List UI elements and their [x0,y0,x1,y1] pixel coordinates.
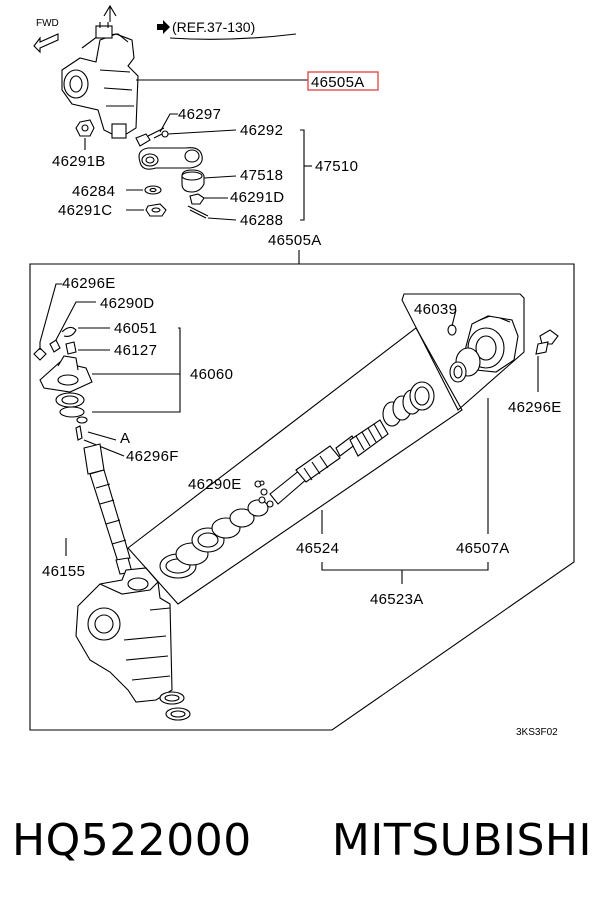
bolt-46296E-right [535,329,559,355]
callout-46523A[interactable]: 46523A [370,591,424,608]
bolt-46297 [135,127,165,147]
assembly-frame [29,263,575,731]
ball-joint-47518 [181,169,205,193]
small-seal-A [76,416,88,424]
piston-kit-frame [127,327,463,605]
callout-46505A-highlight[interactable]: 46505A [311,74,365,91]
callout-A[interactable]: A [120,430,130,447]
callout-46051[interactable]: 46051 [114,320,157,337]
valve-body-46060 [39,355,93,418]
leader-46039 [451,309,457,327]
clip-46051 [61,326,77,337]
cover-kit-frame [401,293,525,411]
fwd-arrow-icon [33,33,59,54]
reference-underline [169,33,297,40]
cotter-pin-46288 [187,205,209,219]
leader-46292 [167,129,237,135]
callout-46291B[interactable]: 46291B [52,153,106,170]
callout-46524[interactable]: 46524 [296,540,339,557]
callout-46039[interactable]: 46039 [414,301,457,318]
reference-label: (REF.37-130) [172,19,255,35]
leader-47518 [203,175,237,179]
bracket-46523A [321,562,489,571]
cover-46039 [447,315,519,383]
callout-46127[interactable]: 46127 [114,342,157,359]
callout-46505A[interactable]: 46505A [268,232,322,249]
callout-46297[interactable]: 46297 [178,106,221,123]
nut-46291C [145,203,167,217]
leader-46296F [83,439,125,457]
pitman-arm [138,147,203,170]
diagram-svg: FWD (REF.37-130) 46505A 46291B 46297 [29,4,575,738]
brand-name: MITSUBISHI [331,814,592,866]
callout-46290E[interactable]: 46290E [188,476,242,493]
nut-46291B [75,119,95,137]
callout-46288[interactable]: 46288 [240,212,283,229]
callout-46296E-top[interactable]: 46296E [62,275,116,292]
steering-gear-box-small [61,4,139,139]
bolt-46296E-top [33,342,47,361]
leader-A [87,431,117,441]
highlight-box [307,71,379,91]
diagram-code: 3KS3F02 [516,727,558,738]
washer-46284 [144,185,162,195]
callout-46292[interactable]: 46292 [240,122,283,139]
callout-47510[interactable]: 47510 [315,158,358,175]
shaft-46155 [83,443,133,575]
rack-piston-assembly [159,435,357,579]
ball-marker-icon [259,480,265,486]
callout-46060[interactable]: 46060 [190,366,233,383]
leader-46297 [159,113,178,133]
leader-46290D [55,301,96,341]
fwd-label: FWD [36,18,59,29]
fitting-46127 [65,341,77,355]
leader-46296E-top [39,283,62,343]
ref-arrow-icon [157,20,170,34]
pin-46296F [75,425,83,441]
part-number: HQ522000 [12,814,252,866]
callout-46296F[interactable]: 46296F [126,448,179,465]
footer: HQ522000 MITSUBISHI [12,800,592,880]
callout-46296E-right[interactable]: 46296E [508,399,562,416]
callout-46290D[interactable]: 46290D [100,295,154,312]
callout-46155[interactable]: 46155 [42,563,85,580]
callout-47518[interactable]: 47518 [240,167,283,184]
seal-rings-lower [159,691,191,721]
bracket-46060 [92,327,181,413]
nut-46291D [189,193,205,205]
gear-box-housing-large [75,567,173,703]
callout-46291D[interactable]: 46291D [230,189,284,206]
screw-46290D [49,339,61,353]
leader-46288 [207,217,237,221]
bracket-47510 [300,129,312,221]
callout-46507A[interactable]: 46507A [456,540,510,557]
pin-46292 [153,130,169,139]
spring-stack [349,381,435,457]
callout-46291C[interactable]: 46291C [58,202,112,219]
bearing-46290E [254,480,274,508]
callout-46284[interactable]: 46284 [72,183,115,200]
